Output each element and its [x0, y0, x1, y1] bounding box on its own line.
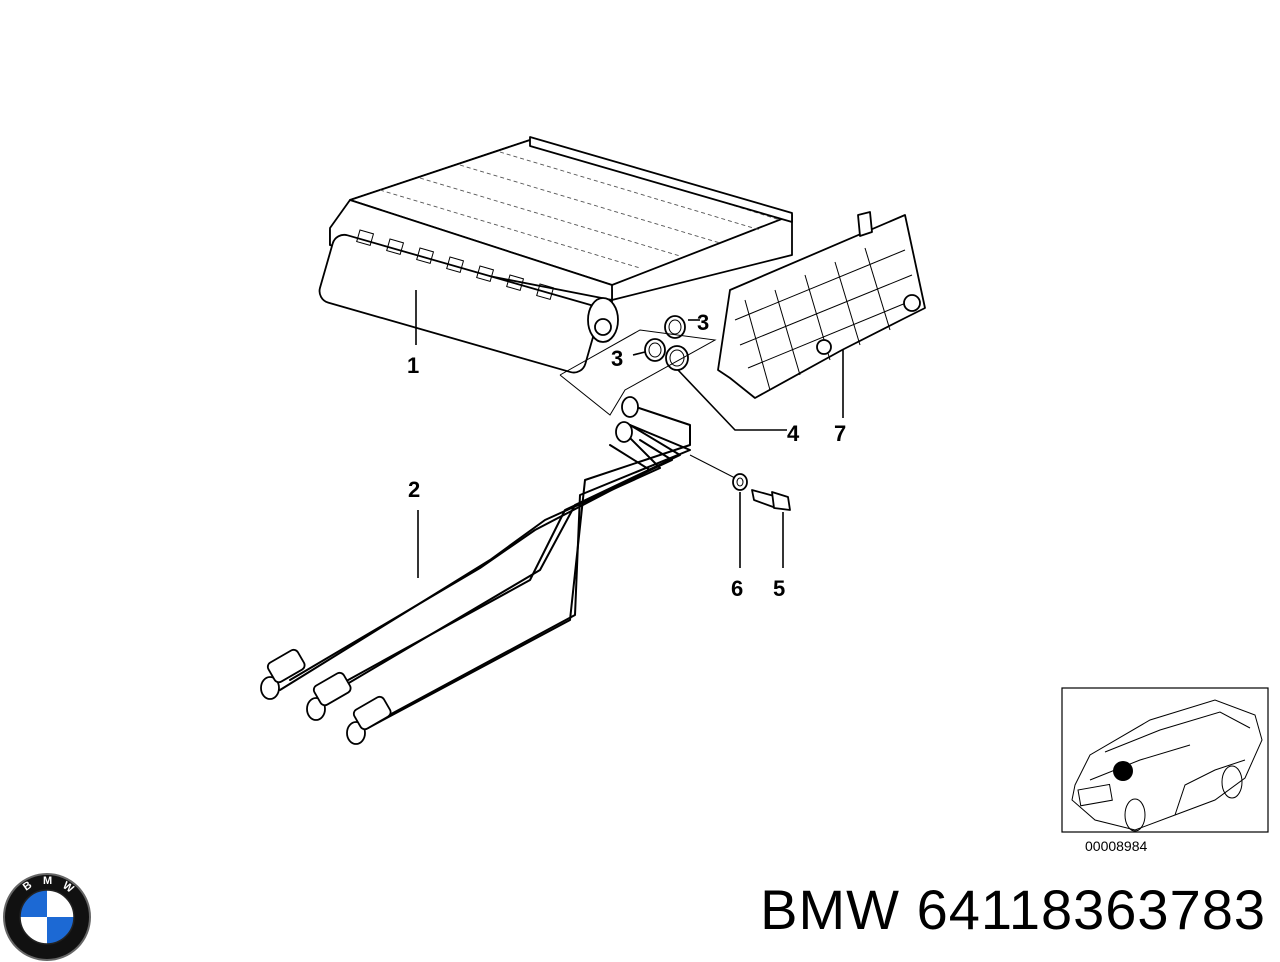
- callout-labels: 1 2 3 3 4 7 6 5: [407, 310, 846, 601]
- callout-3-lower: 3: [611, 346, 623, 371]
- leader-lines: [415, 290, 844, 578]
- bmw-logo: B M W: [3, 873, 91, 961]
- seal-rings-part-3: [644, 315, 686, 362]
- cover-bracket-part-7: [717, 211, 926, 399]
- pipe-assembly-part-2: [260, 396, 691, 745]
- svg-text:M: M: [43, 875, 52, 887]
- diagram-reference-number: 00008984: [1085, 838, 1148, 854]
- callout-2: 2: [408, 477, 420, 502]
- car-locator-inset: 00008984: [1061, 687, 1269, 854]
- callout-1: 1: [407, 353, 419, 378]
- callout-4: 4: [787, 421, 800, 446]
- washer-part-6: [732, 473, 748, 491]
- bolt-part-5: [751, 489, 791, 511]
- brand-part-number-label: BMW 64118363783: [760, 877, 1266, 942]
- brand-name: BMW: [760, 878, 900, 941]
- callout-6: 6: [731, 576, 743, 601]
- part-number: 64118363783: [916, 878, 1266, 941]
- callout-7: 7: [834, 421, 846, 446]
- callout-5: 5: [773, 576, 785, 601]
- location-marker: [1113, 761, 1133, 781]
- callout-3-upper: 3: [697, 310, 709, 335]
- gasket-part-4: [665, 345, 689, 371]
- heater-core-part-1: [318, 136, 793, 374]
